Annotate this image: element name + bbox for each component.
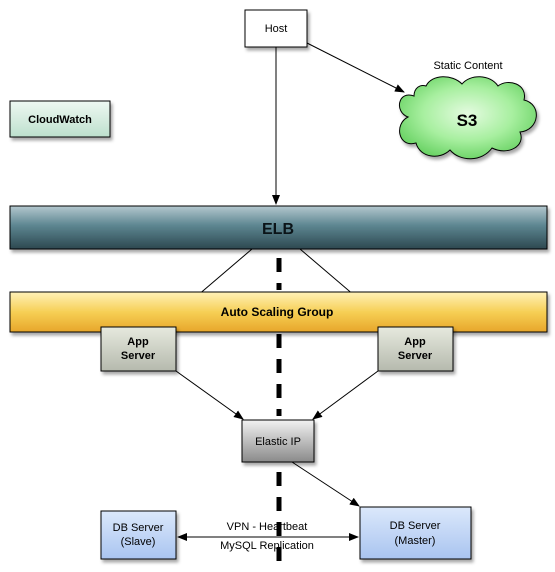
elb-node: ELB [9,205,548,250]
replication-line2: MySQL Replication [220,540,314,552]
eip-to-db-master-arrow [291,461,360,507]
db-server-slave-node: DB Server (Slave) [100,510,177,560]
s3-cloud-shape [399,76,537,160]
elastic-ip-label: Elastic IP [255,436,301,448]
connectors [162,42,405,541]
app-server-right-line2: Server [398,350,433,362]
s3-caption: Static Content [433,60,502,72]
app-right-to-eip-arrow [312,370,379,420]
db-server-slave-line1: DB Server [113,522,164,534]
host-node: Host [244,9,308,48]
host-label: Host [265,23,288,35]
replication-labels: VPN - Heartbeat MySQL Replication [220,521,314,552]
cloudwatch-label: CloudWatch [28,114,92,126]
app-server-right-node: App Server [377,326,454,372]
app-server-left-node: App Server [100,326,177,372]
db-server-master-line2: (Master) [395,535,436,547]
s3-node: Static Content S3 [399,60,537,160]
app-server-right-line1: App [404,336,426,348]
elb-label: ELB [262,221,294,238]
auto-scaling-group-node: Auto Scaling Group [9,291,548,333]
app-left-to-eip-arrow [175,370,244,420]
cloudwatch-node: CloudWatch [9,100,111,138]
db-server-master-line1: DB Server [390,520,441,532]
db-server-master-node: DB Server (Master) [359,506,472,560]
s3-label: S3 [457,111,478,130]
db-server-slave-line2: (Slave) [121,536,156,548]
app-server-left-line1: App [127,336,149,348]
auto-scaling-group-label: Auto Scaling Group [221,305,334,319]
replication-line1: VPN - Heartbeat [227,521,308,533]
elastic-ip-node: Elastic IP [241,419,315,463]
host-to-s3-arrow [306,42,405,93]
app-server-left-line2: Server [121,350,156,362]
